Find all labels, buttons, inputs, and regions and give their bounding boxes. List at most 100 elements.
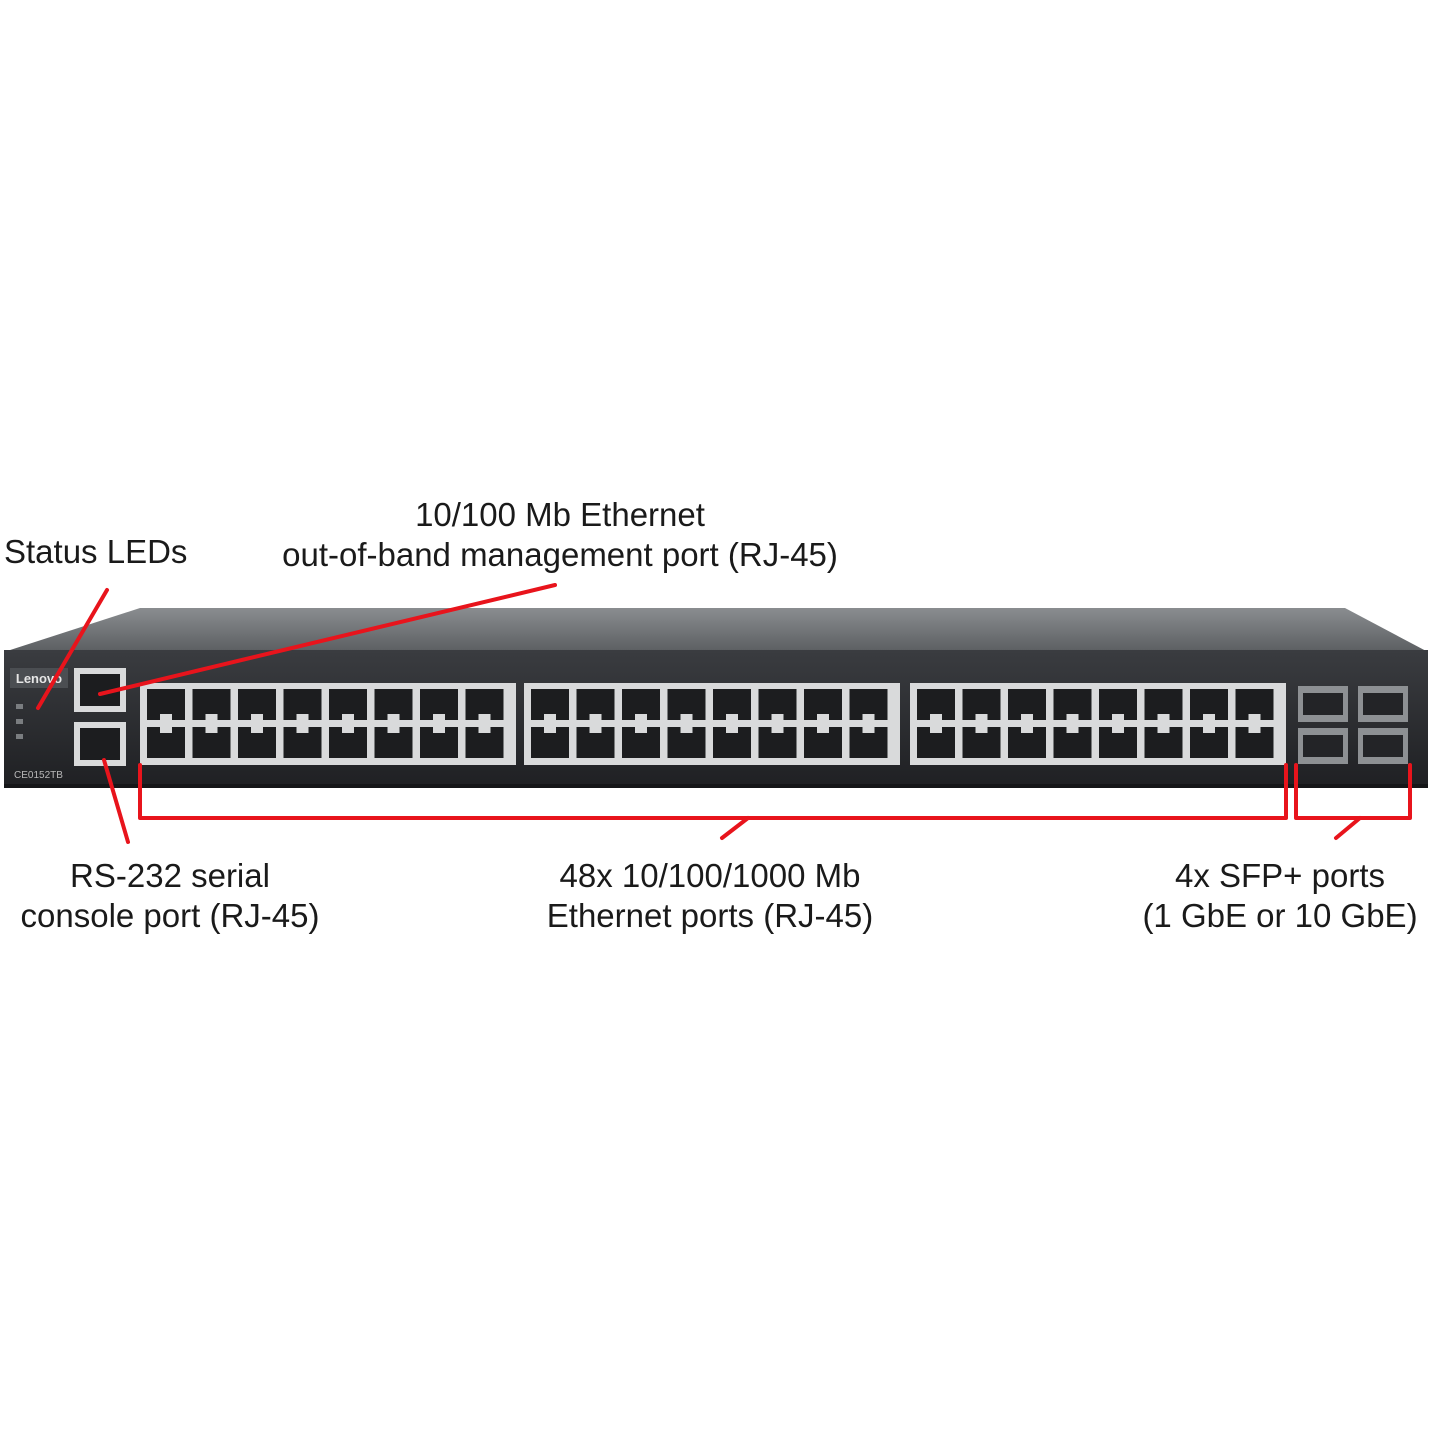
management-port-callout: 10/100 Mb Ethernet out-of-band managemen…	[250, 495, 870, 575]
status-led-2	[16, 719, 23, 724]
ethernet-port-latch	[205, 727, 218, 733]
ethernet-port-44	[1053, 727, 1092, 758]
ethernet-port-31	[804, 727, 842, 758]
model-label: CE0152TB	[14, 770, 63, 781]
ethernet-port-latch	[771, 714, 784, 720]
ethernet-port-23	[804, 689, 842, 720]
ethernet-port-12	[283, 727, 322, 758]
ethernet-port-36	[1053, 689, 1092, 720]
ethernet-port-13	[329, 727, 367, 758]
sfp-ports-bracket-tick	[1334, 816, 1362, 840]
ethernet-port-19	[622, 689, 660, 720]
ethernet-port-latch	[387, 727, 400, 733]
ethernet-ports-callout: 48x 10/100/1000 Mb Ethernet ports (RJ-45…	[520, 856, 900, 936]
ethernet-port-latch	[1066, 714, 1079, 720]
ethernet-port-26	[576, 727, 615, 758]
ethernet-port-latch	[1021, 727, 1033, 733]
ethernet-port-latch	[160, 727, 172, 733]
management-port-pointer	[98, 583, 557, 696]
console-port-callout: RS-232 serial console port (RJ-45)	[0, 856, 340, 936]
sfp-port-2	[1298, 728, 1348, 764]
ethernet-port-latch	[726, 727, 738, 733]
ethernet-port-43	[1008, 727, 1046, 758]
sfp-opening	[1303, 735, 1343, 757]
sfp-opening	[1363, 735, 1403, 757]
ethernet-port-latch	[1066, 727, 1079, 733]
ethernet-port-latch	[862, 714, 875, 720]
ethernet-port-latch	[771, 727, 784, 733]
ethernet-port-latch	[251, 727, 263, 733]
ethernet-port-latch	[387, 714, 400, 720]
ethernet-port-latch	[635, 727, 647, 733]
ethernet-port-32	[849, 727, 888, 758]
sfp-ports-callout-line2: (1 GbE or 10 GbE)	[1142, 897, 1418, 934]
ethernet-port-25	[531, 727, 569, 758]
ethernet-port-46	[1144, 727, 1183, 758]
sfp-opening	[1363, 693, 1403, 715]
ethernet-port-latch	[205, 714, 218, 720]
ethernet-port-latch	[296, 714, 309, 720]
ethernet-port-latch	[544, 727, 556, 733]
sfp-port-1	[1298, 686, 1348, 722]
ethernet-port-41	[917, 727, 955, 758]
ethernet-ports-callout-line2: Ethernet ports (RJ-45)	[546, 897, 874, 934]
ethernet-port-latch	[342, 714, 354, 720]
sfp-port-cages	[1298, 686, 1408, 764]
ethernet-port-39	[1190, 689, 1228, 720]
ethernet-ports-bracket-tick	[720, 816, 750, 840]
ethernet-port-latch	[930, 727, 942, 733]
console-port-hole	[80, 728, 120, 760]
brand-logo: Lenovo	[16, 671, 62, 686]
ethernet-port-10	[192, 727, 231, 758]
ethernet-port-2	[192, 689, 231, 720]
ethernet-port-33	[917, 689, 955, 720]
ethernet-port-latch	[930, 714, 942, 720]
ethernet-port-latch	[1112, 727, 1124, 733]
ethernet-port-latch	[589, 727, 602, 733]
management-port-callout-line2: out-of-band management port (RJ-45)	[282, 536, 838, 573]
ethernet-port-latch	[1112, 714, 1124, 720]
ethernet-port-latch	[1021, 714, 1033, 720]
ethernet-port-latch	[342, 727, 354, 733]
status-led-3	[16, 734, 23, 739]
ethernet-port-latch	[1203, 714, 1215, 720]
annotation-lines	[36, 583, 1412, 844]
ethernet-port-40	[1235, 689, 1274, 720]
sfp-ports-callout: 4x SFP+ ports (1 GbE or 10 GbE)	[1120, 856, 1430, 936]
ethernet-port-latch	[433, 727, 445, 733]
ethernet-port-5	[329, 689, 367, 720]
status-led-1	[16, 704, 23, 709]
ethernet-port-27	[622, 727, 660, 758]
ethernet-port-21	[713, 689, 751, 720]
ethernet-port-48	[1235, 727, 1274, 758]
ethernet-port-24	[849, 689, 888, 720]
ethernet-port-34	[962, 689, 1001, 720]
ethernet-port-20	[667, 689, 706, 720]
ethernet-port-latch	[1157, 714, 1170, 720]
ethernet-port-8	[465, 689, 504, 720]
ethernet-port-18	[576, 689, 615, 720]
ethernet-port-latch	[478, 714, 491, 720]
ethernet-port-latch	[1203, 727, 1215, 733]
ethernet-port-latch	[589, 714, 602, 720]
ethernet-port-latch	[726, 714, 738, 720]
status-leds	[16, 704, 23, 739]
ethernet-port-latch	[975, 714, 988, 720]
ethernet-port-latch	[680, 714, 693, 720]
sfp-port-3	[1358, 686, 1408, 722]
ethernet-port-29	[713, 727, 751, 758]
ethernet-port-1	[147, 689, 185, 720]
ethernet-port-45	[1099, 727, 1137, 758]
ethernet-port-latch	[544, 714, 556, 720]
ethernet-port-6	[374, 689, 413, 720]
status-leds-callout: Status LEDs	[4, 532, 187, 572]
ethernet-port-latch	[1248, 727, 1261, 733]
sfp-ports-callout-line1: 4x SFP+ ports	[1174, 857, 1385, 894]
ethernet-port-latch	[975, 727, 988, 733]
ethernet-port-latch	[478, 727, 491, 733]
chassis-bottom-edge	[4, 784, 1428, 788]
ethernet-port-latch	[251, 714, 263, 720]
ethernet-port-latch	[1157, 727, 1170, 733]
